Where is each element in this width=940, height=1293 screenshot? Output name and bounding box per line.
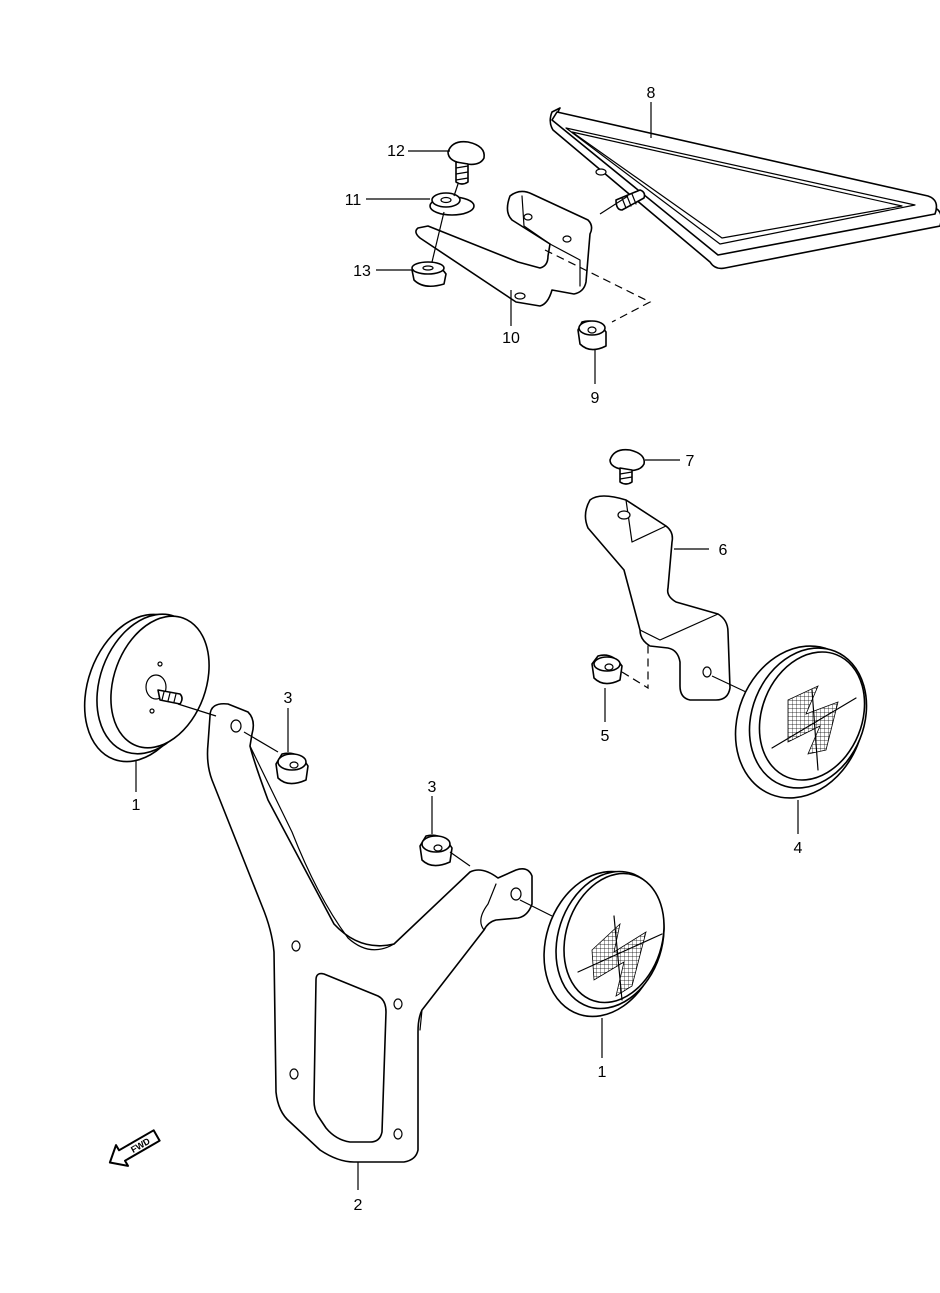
- nut-5: [591, 654, 623, 685]
- callout-9: 9: [591, 390, 600, 407]
- callout-3-lower: 3: [428, 779, 437, 796]
- reflector-bracket-6: [584, 495, 731, 701]
- round-reflector-4: [734, 645, 868, 799]
- screw-7: [609, 448, 646, 485]
- callout-6: 6: [719, 542, 728, 559]
- callout-1-left: 1: [132, 797, 141, 814]
- nut-3-upper: [275, 752, 309, 785]
- nut-9: [577, 320, 607, 351]
- round-reflector-right: [543, 870, 665, 1018]
- callout-5: 5: [601, 728, 610, 745]
- grommet-11: [429, 192, 475, 216]
- plate-light-bracket: [415, 190, 593, 307]
- callout-1-right: 1: [598, 1064, 607, 1081]
- fwd-arrow-icon: FWD: [108, 1129, 161, 1167]
- callout-13: 13: [353, 263, 371, 280]
- nut-13: [411, 261, 447, 288]
- callout-3-upper: 3: [284, 690, 293, 707]
- rectangular-reflector: [549, 107, 940, 270]
- callout-8: 8: [647, 85, 656, 102]
- callout-11: 11: [345, 192, 362, 209]
- round-reflector-left: [83, 613, 210, 763]
- callout-7: 7: [686, 453, 695, 470]
- nut-3-lower: [419, 834, 453, 867]
- bolt-12: [447, 140, 485, 185]
- main-bracket-2: [206, 702, 533, 1163]
- callout-leaders: [135, 102, 799, 1190]
- callout-12: 12: [387, 143, 405, 160]
- callout-2: 2: [354, 1197, 363, 1214]
- callout-numbers: 8 12 11 13 10 9 7 6 5 4 1 3 3 1 2: [132, 85, 803, 1214]
- callout-10: 10: [502, 330, 520, 347]
- callout-4: 4: [794, 840, 803, 857]
